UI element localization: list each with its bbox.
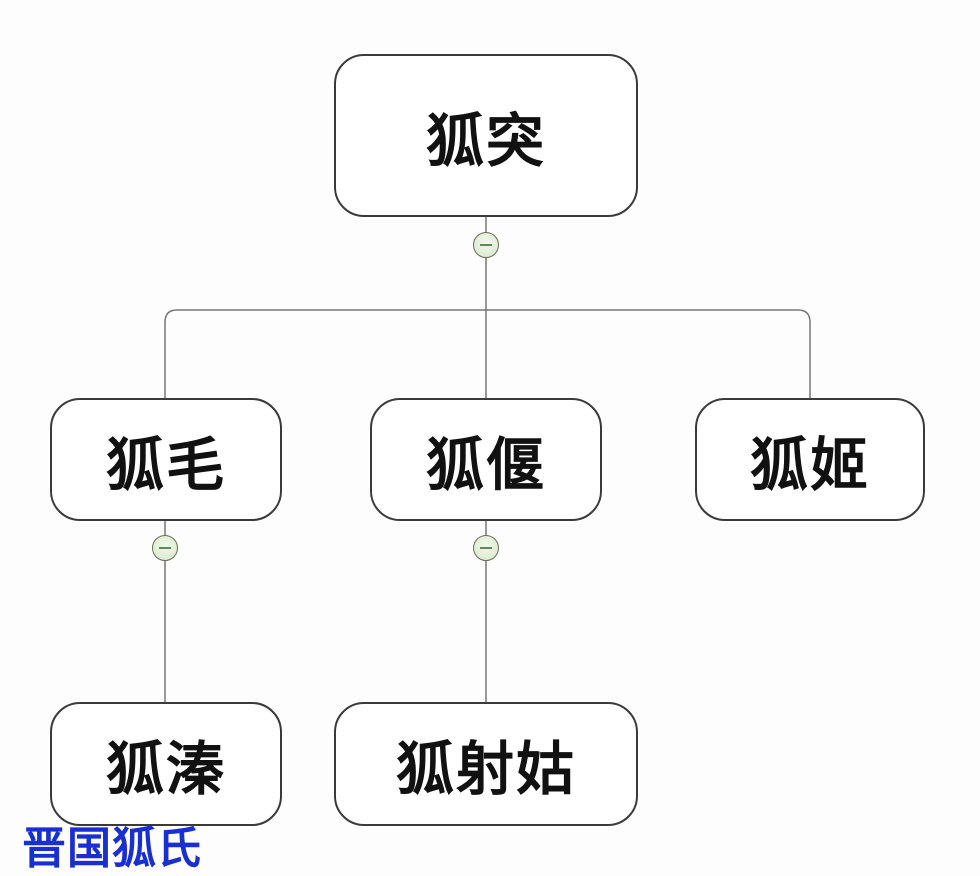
node-child-3[interactable]: 狐姬 <box>695 398 925 521</box>
collapse-toggle-root[interactable] <box>473 232 499 258</box>
node-label: 狐突 <box>425 106 546 175</box>
node-child-2[interactable]: 狐偃 <box>370 398 602 521</box>
node-grandchild-2[interactable]: 狐射姑 <box>334 702 638 826</box>
node-label: 狐偃 <box>425 430 546 499</box>
node-root[interactable]: 狐突 <box>334 54 638 217</box>
node-label: 狐姬 <box>749 430 870 499</box>
collapse-toggle-child-1[interactable] <box>152 535 178 561</box>
node-label: 狐射姑 <box>395 735 576 803</box>
node-grandchild-1[interactable]: 狐溱 <box>50 702 282 826</box>
collapse-toggle-child-2[interactable] <box>473 535 499 561</box>
node-label: 狐毛 <box>105 430 226 499</box>
node-child-1[interactable]: 狐毛 <box>50 398 282 521</box>
watermark: 晋国狐氏 <box>22 823 202 874</box>
node-label: 狐溱 <box>105 735 226 803</box>
